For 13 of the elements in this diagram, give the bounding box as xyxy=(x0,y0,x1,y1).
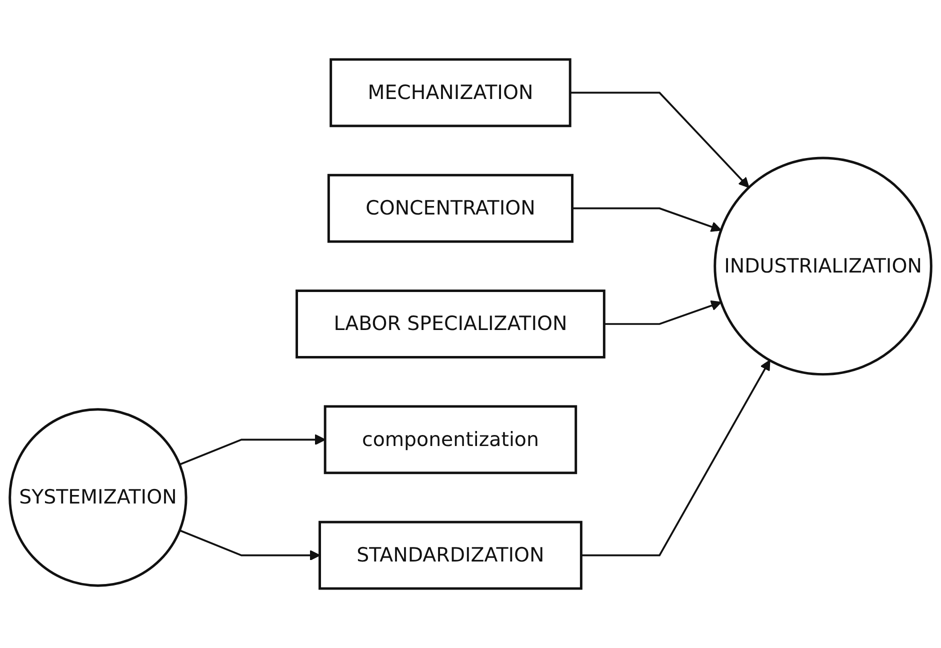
arrow xyxy=(581,360,770,556)
node-box: STANDARDIZATION xyxy=(318,520,582,590)
arrow xyxy=(179,434,326,466)
arrow xyxy=(572,207,722,232)
node-box: MECHANIZATION xyxy=(330,58,572,128)
node-box: CONCENTRATION xyxy=(327,174,574,243)
node-circle: INDUSTRIALIZATION xyxy=(714,156,932,376)
node-circle: SYSTEMIZATION xyxy=(8,408,188,587)
node-box: LABOR SPECIALIZATION xyxy=(296,290,606,358)
arrow xyxy=(179,530,320,561)
arrow xyxy=(570,92,750,188)
arrow xyxy=(604,300,722,325)
node-box: componentization xyxy=(324,405,578,474)
